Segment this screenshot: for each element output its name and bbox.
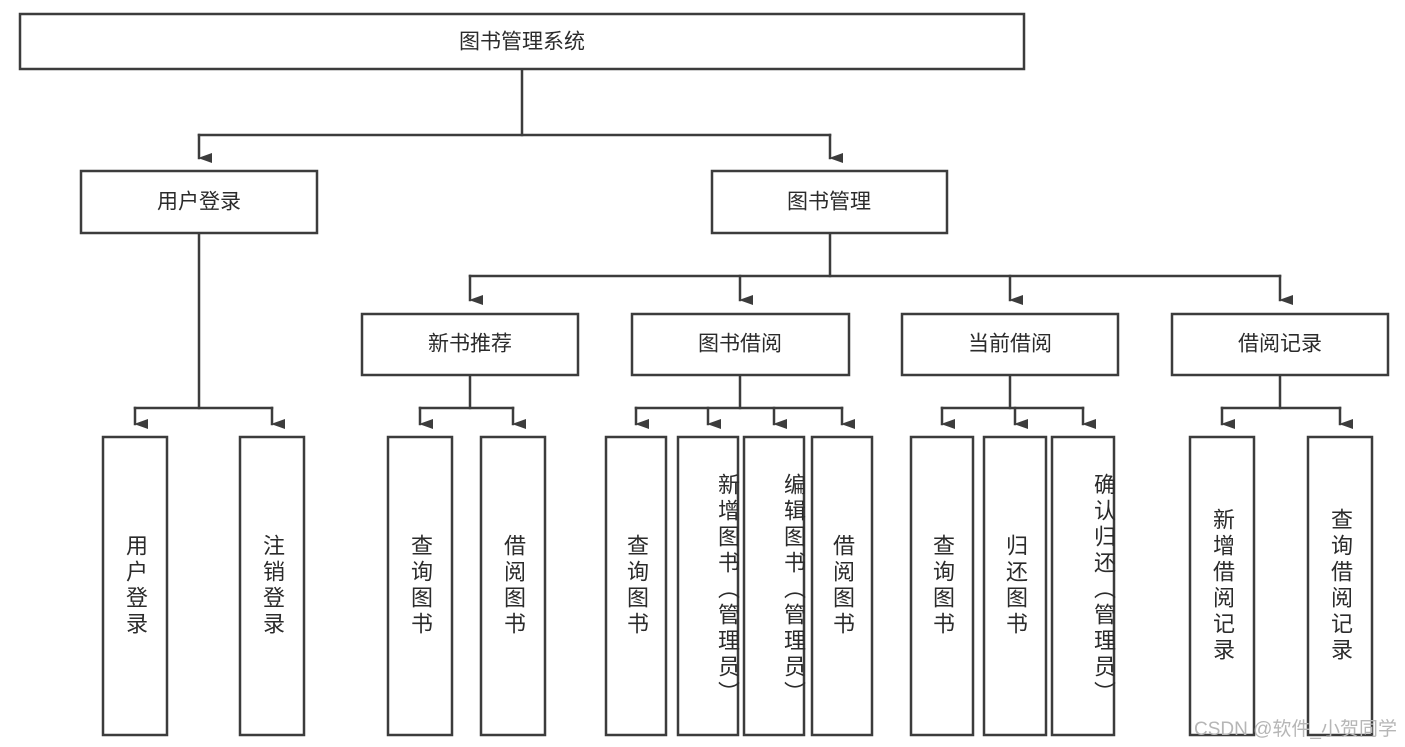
node-layer: 图书管理系统 用户登录 图书管理 新书推荐 图书借阅 当前借阅 借阅记录 <box>18 12 1390 737</box>
node-box-root[interactable] <box>18 12 1026 71</box>
node-label-book-borrow: 图书借阅 <box>698 333 782 356</box>
node-box-current-borrow[interactable] <box>900 312 1120 377</box>
node-label-borrow-record: 借阅记录 <box>1238 333 1322 356</box>
node-box-leaf-confirm-return[interactable] <box>1050 435 1116 737</box>
node-label-new-book-rec: 新书推荐 <box>428 333 512 356</box>
node-box-leaf-edit-book[interactable] <box>742 435 806 737</box>
watermark-text: CSDN @软件_小贺同学 <box>1194 719 1397 740</box>
node-box-new-book-rec[interactable] <box>360 312 580 377</box>
node-box-leaf-query-book-3[interactable] <box>909 435 975 737</box>
node-box-book-manage[interactable] <box>710 169 949 235</box>
node-box-user-login[interactable] <box>79 169 319 235</box>
node-box-leaf-borrow-book-2[interactable] <box>810 435 874 737</box>
node-label-book-manage: 图书管理 <box>787 191 871 214</box>
edge-layer <box>133 67 1353 429</box>
node-box-leaf-user-login[interactable] <box>101 435 169 737</box>
node-label-user-login: 用户登录 <box>157 191 241 214</box>
node-box-borrow-record[interactable] <box>1170 312 1390 377</box>
node-box-leaf-return-book[interactable] <box>982 435 1048 737</box>
node-box-leaf-add-book[interactable] <box>676 435 740 737</box>
node-box-leaf-add-record[interactable] <box>1188 435 1256 737</box>
node-box-book-borrow[interactable] <box>630 312 851 377</box>
node-box-leaf-query-book-2[interactable] <box>604 435 668 737</box>
node-box-leaf-user-logout[interactable] <box>238 435 306 737</box>
node-box-leaf-query-book-1[interactable] <box>386 435 454 737</box>
node-label-current-borrow: 当前借阅 <box>968 333 1052 356</box>
node-box-leaf-borrow-book-1[interactable] <box>479 435 547 737</box>
node-label-root: 图书管理系统 <box>459 31 585 54</box>
node-box-leaf-query-record[interactable] <box>1306 435 1374 737</box>
